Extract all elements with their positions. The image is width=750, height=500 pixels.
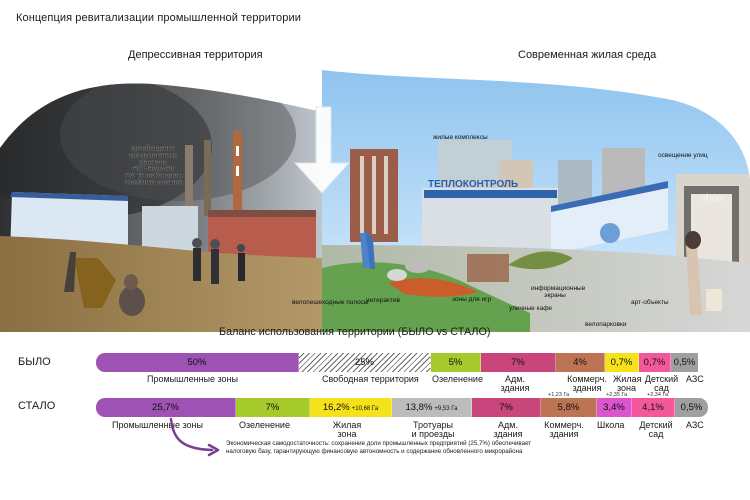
page-title: Концепция ревитализации промышленной тер… [16,12,301,24]
before-green-value: 5% [448,357,463,368]
kindergarten-delta: +2,34 Га [647,392,669,398]
after-commercial-value: 5,8% [557,402,580,413]
before-gas-value: 0,5% [673,357,696,368]
after-gas-segment: 0,5% [675,398,708,417]
after-gas-label: АЗС [686,420,704,430]
before-gas-label: АЗС [686,374,704,384]
play-zone-text: зоны для игр [452,296,492,303]
before-kindergarten-segment: 0,7% [639,353,671,372]
after-kindergarten-label: Детский сад [639,420,673,440]
after-green-value: 7% [265,402,280,413]
before-industrial-segment: 50% [96,353,299,372]
before-commercial-value: 4% [573,357,587,368]
dominance-label: преобладание промышленных объектов -АО В… [116,145,190,187]
interactive-text: интерактив [366,297,400,304]
street-cafe-label: уличные кафе [509,305,553,313]
after-walkways-sub: +9,53 Га [434,405,458,412]
before-residential-label: Жилая зона [613,374,642,394]
scene-illustration: ТЕПЛОКОНТРОЛЬ shop [0,70,750,332]
svg-text:ТЕПЛОКОНТРОЛЬ: ТЕПЛОКОНТРОЛЬ [428,179,518,190]
after-industrial-segment: 25,7% [96,398,236,417]
before-residential-value: 0,7% [610,357,633,368]
after-admin-segment: 7% [472,398,541,417]
bike-parking-text: велопарковки [585,321,627,328]
before-free-label: Свободная территория [322,374,419,384]
after-kindergarten-value: 4,1% [642,402,664,413]
school-delta: +2,35 Га [606,392,628,398]
after-industrial-value: 25,7% [152,402,179,413]
revitalization-scene: ТЕПЛОКОНТРОЛЬ shop преобладание промышле… [0,70,750,332]
before-row-label: БЫЛО [18,356,51,368]
bike-lanes-text: велопешеходные полосы [292,299,369,306]
art-objects-label: арт-объекты [631,299,669,307]
before-residential-segment: 0,7% [605,353,639,372]
after-residential-sub: +10,68 Га [351,405,379,412]
after-kindergarten-segment: 4,1% [632,398,675,417]
after-residential-label: Жилая зона [332,420,362,440]
after-walkways-segment: 13,8% +9,53 Га [392,398,472,417]
street-lighting-text: освещение улиц [658,152,708,159]
interactive-label: интерактив [366,297,400,305]
after-school-segment: 3,4% [597,398,632,417]
before-balance-bar: 50% 25% 5% 7% 4% 0,7% 0,7% 0,5% [96,353,708,372]
before-green-segment: 5% [431,353,481,372]
street-cafe-text: уличные кафе [509,305,553,312]
residential-complex-text: жилые комплексы [433,134,488,141]
info-screens-text: информационные экраны [531,285,586,299]
dominance-text: преобладание промышленных объектов -АО В… [123,145,183,187]
after-school-value: 3,4% [603,402,625,413]
section-left-title: Депрессивная территория [128,49,263,61]
after-gas-value: 0,5% [680,402,703,413]
before-admin-segment: 7% [481,353,556,372]
before-industrial-label: Промышленные зоны [147,374,238,384]
before-gas-segment: 0,5% [671,353,698,372]
residential-complex-label: жилые комплексы [433,134,488,142]
after-row-label: СТАЛО [18,400,56,412]
street-lighting-label: освещение улиц [658,152,708,160]
footnote-arrow [169,417,220,457]
commercial-delta: +1,23 Га [548,392,570,398]
after-green-label: Озеленение [239,420,290,430]
after-balance-bar: 25,7% 7% 16,2% +10,68 Га 13,8% +9,53 Га … [96,398,708,417]
bike-parking-label: велопарковки [585,321,627,329]
after-admin-value: 7% [499,402,513,413]
before-admin-label: Адм. здания [500,374,530,394]
after-admin-label: Адм. здания [493,420,523,440]
after-residential-segment: 16,2% +10,68 Га [310,398,392,417]
footnote-text: Экономическая самодостаточность: сохране… [226,440,532,455]
after-green-segment: 7% [236,398,310,417]
after-residential-value: 16,2% [322,402,350,413]
section-right-title: Современная жилая среда [518,49,657,61]
play-zone-label: зоны для игр [452,296,492,304]
before-free-segment: 25% [299,353,431,372]
after-commercial-label: Коммерч. здания [544,420,584,440]
svg-text:shop: shop [701,193,723,204]
art-objects-text: арт-объекты [631,299,669,306]
before-free-value: 25% [354,357,374,368]
after-commercial-segment: 5,8% [541,398,597,417]
before-green-label: Озеленение [432,374,483,384]
after-walkways-label: Тротуары и проезды [411,420,455,440]
before-commercial-segment: 4% [556,353,605,372]
before-admin-value: 7% [511,357,525,368]
before-kindergarten-value: 0,7% [643,357,666,368]
after-industrial-label: Промышленные зоны [112,420,203,430]
after-walkways-value: 13,8% [405,402,433,413]
info-screens-label: информационные экраны [531,285,585,300]
before-industrial-value: 50% [187,357,207,368]
before-commercial-label: Коммерч. здания [567,374,607,394]
balance-title: Баланс использования территории (БЫЛО vs… [219,326,491,338]
before-kindergarten-label: Детский сад [644,374,679,394]
bike-lanes-label: велопешеходные полосы [292,299,369,307]
after-school-label: Школа [597,420,625,430]
